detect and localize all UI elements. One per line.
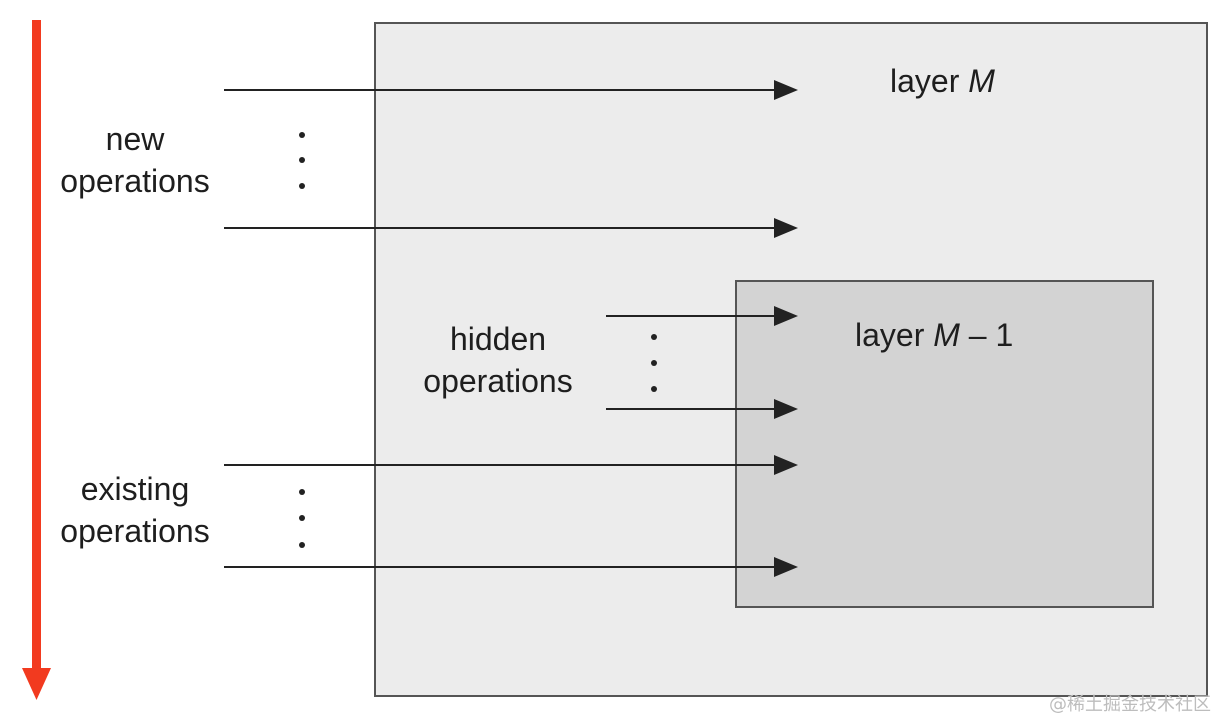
layer-m-minus-1-variable: M: [933, 317, 960, 353]
existing-operations-ellipsis: [299, 489, 305, 548]
hidden-operations-arrows: [606, 306, 798, 419]
new-operations-arrows: [224, 80, 798, 238]
hidden-operations-line2: operations: [423, 363, 573, 400]
hidden-operations-line1: hidden: [449, 321, 547, 357]
existing-operations-arrows: [224, 455, 798, 577]
new-operations-line1: new: [105, 121, 165, 157]
layer-m-minus-1-title: layer M – 1: [855, 314, 1013, 356]
layer-m-variable: M: [968, 63, 995, 99]
layer-m-minus-1-box: [735, 280, 1154, 608]
new-operations-line2: operations: [60, 163, 210, 200]
layer-m-minus-1-prefix: layer: [855, 317, 934, 353]
layer-m-title: layer M: [890, 60, 995, 102]
layer-m-minus-1-suffix: – 1: [959, 317, 1014, 353]
hidden-operations-label: hidden operations: [400, 318, 596, 402]
hidden-operations-ellipsis: [651, 334, 657, 392]
existing-operations-line1: existing: [80, 471, 190, 507]
new-operations-label: new operations: [40, 118, 230, 202]
existing-operations-line2: operations: [60, 513, 210, 550]
new-operations-ellipsis: [299, 132, 305, 189]
watermark: @稀土掘金技术社区: [1049, 694, 1211, 715]
existing-operations-label: existing operations: [40, 468, 230, 552]
layer-m-prefix: layer: [890, 63, 969, 99]
direction-arrow: [22, 20, 51, 700]
